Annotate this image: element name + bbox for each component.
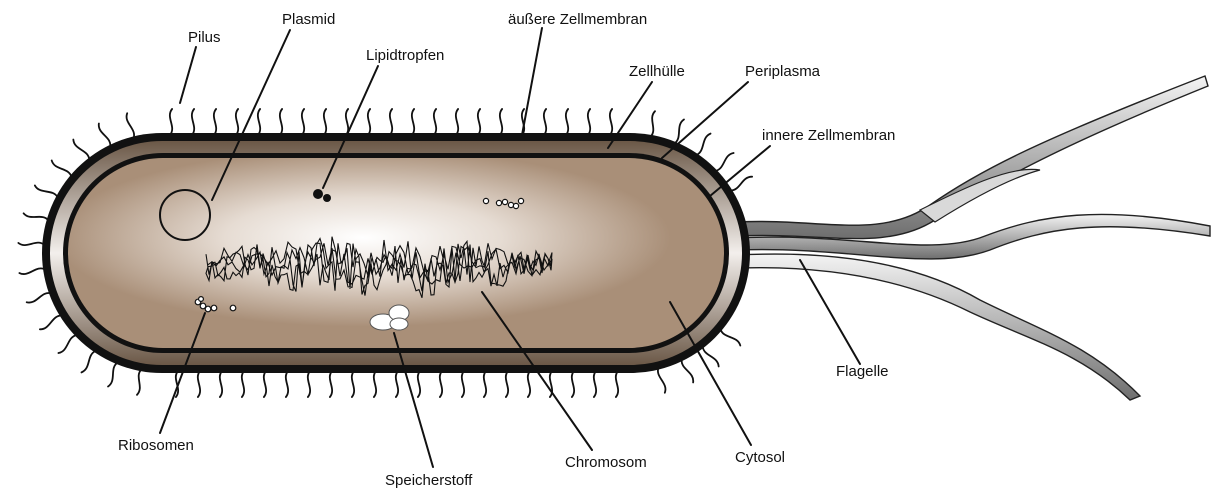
label-inner-membrane: innere Zellmembran	[762, 127, 895, 144]
pilus-hair	[220, 371, 222, 397]
pilus-hair	[264, 371, 266, 397]
label-pilus: Pilus	[188, 29, 221, 46]
pilus-hair	[566, 109, 568, 135]
pilus-hair	[390, 109, 392, 135]
pilus-hair	[73, 140, 89, 160]
flagellum-upper	[738, 76, 1208, 239]
pilus-hair	[528, 371, 530, 397]
pilus-hair	[19, 268, 45, 274]
label-chromosome: Chromosom	[565, 454, 647, 471]
pilus-hair	[324, 109, 326, 135]
pilus-hair	[18, 243, 44, 245]
pilus-hair	[594, 371, 596, 397]
pilus-hair	[484, 371, 486, 397]
flagella	[738, 76, 1210, 400]
pilus-hair	[81, 351, 96, 373]
pilus-hair	[35, 185, 58, 197]
pilus-hair	[682, 359, 694, 382]
pilus-hair	[52, 160, 72, 177]
pilus-hair	[412, 109, 414, 135]
pilus-hair	[715, 153, 734, 171]
pilus-hair	[99, 124, 111, 147]
pilus-hair	[127, 113, 135, 138]
pilus-hair	[214, 109, 216, 135]
pilus-hair	[478, 109, 480, 135]
label-storage: Speicherstoff	[385, 472, 473, 489]
pilus-hair	[280, 109, 282, 135]
pilus-hair	[170, 109, 172, 135]
leader-outer-membrane	[522, 28, 542, 135]
pilus-hair	[40, 316, 62, 330]
pilus-hair	[650, 111, 655, 137]
pilus-hair	[236, 109, 238, 135]
pilus-hair	[610, 109, 612, 135]
pilus-hair	[396, 371, 398, 397]
pilus-hair	[108, 362, 118, 386]
pilus-hair	[258, 109, 260, 135]
pilus-hair	[374, 371, 376, 397]
label-ribosomes: Ribosomen	[118, 437, 194, 454]
pilus-hair	[434, 109, 436, 135]
pilus-hair	[572, 371, 574, 397]
pilus-hair	[286, 371, 288, 397]
label-outer-membrane: äußere Zellmembran	[508, 11, 647, 28]
pilus-hair	[58, 335, 77, 353]
pilus-hair	[198, 371, 200, 397]
pilus-hair	[368, 109, 370, 135]
label-cytosol: Cytosol	[735, 449, 785, 466]
pilus-hair	[242, 371, 244, 397]
pilus-hair	[658, 367, 666, 392]
pilus-hair	[192, 109, 194, 135]
pilus-hair	[456, 109, 458, 135]
pilus-hair	[730, 177, 752, 191]
pilus-hair	[24, 213, 49, 220]
pilus-hair	[302, 109, 304, 135]
pilus-hair	[544, 109, 546, 135]
pilus-hair	[352, 371, 354, 397]
label-plasmid: Plasmid	[282, 11, 335, 28]
pilus-hair	[27, 293, 51, 303]
leader-flagellum	[800, 260, 860, 364]
leader-periplasm	[662, 82, 748, 158]
pilus-hair	[696, 134, 711, 156]
pilus-hair	[440, 371, 442, 397]
pilus-hair	[506, 371, 508, 397]
pilus-hair	[308, 371, 310, 397]
label-flagellum: Flagelle	[836, 363, 889, 380]
label-periplasm: Periplasma	[745, 63, 821, 80]
pilus-hair	[137, 369, 142, 395]
pilus-hair	[588, 109, 590, 135]
label-cell-envelope: Zellhülle	[629, 63, 685, 80]
leader-pilus	[180, 47, 196, 103]
flagellum-lower	[738, 254, 1140, 400]
pilus-hair	[720, 329, 740, 346]
pilus-hair	[500, 109, 502, 135]
pilus-hair	[330, 371, 332, 397]
pilus-hair	[462, 371, 464, 397]
pilus-hair	[616, 371, 618, 397]
leader-inner-membrane	[710, 146, 770, 196]
label-lipid-droplet: Lipidtropfen	[366, 47, 444, 64]
pilus-hair	[418, 371, 420, 397]
